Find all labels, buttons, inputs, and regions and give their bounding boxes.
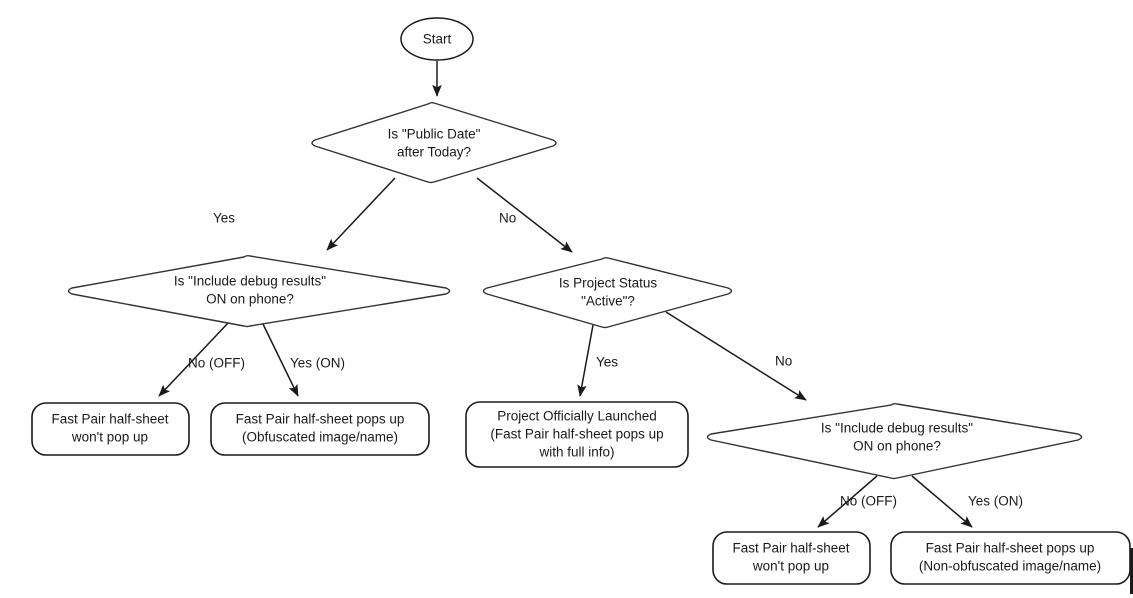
- node-decision-project-status-line2: "Active"?: [581, 294, 635, 309]
- edge-debug-left-no-off: No (OFF): [158, 321, 245, 397]
- node-decision-debug-results-right-line2: ON on phone?: [853, 439, 941, 454]
- edge-debug-right-no-off: No (OFF): [817, 475, 897, 528]
- edge-label-debug-left-yes-on: Yes (ON): [290, 356, 345, 371]
- node-terminal-right-on[interactable]: Fast Pair half-sheet pops up (Non-obfusc…: [890, 531, 1131, 585]
- edge-label-project-status-yes: Yes: [596, 355, 618, 370]
- node-decision-public-date[interactable]: Is "Public Date" after Today?: [311, 101, 557, 184]
- node-terminal-left-on-line1: Fast Pair half-sheet pops up: [236, 412, 405, 427]
- node-terminal-right-off-line1: Fast Pair half-sheet: [732, 541, 849, 556]
- node-decision-debug-results-left[interactable]: Is "Include debug results" ON on phone?: [67, 254, 451, 328]
- node-start-label: Start: [423, 32, 452, 47]
- node-terminal-project-launched-line2: (Fast Pair half-sheet pops up: [490, 427, 663, 442]
- edge-public-date-no: No: [476, 177, 573, 253]
- node-decision-public-date-line2: after Today?: [397, 145, 471, 160]
- node-decision-public-date-line1: Is "Public Date": [388, 127, 481, 142]
- edge-public-date-yes: Yes: [213, 177, 396, 251]
- node-terminal-project-launched-line3: with full info): [538, 445, 614, 460]
- edge-project-status-no: No: [665, 311, 807, 401]
- edge-debug-left-yes-on: Yes (ON): [261, 321, 345, 397]
- node-decision-debug-results-right[interactable]: Is "Include debug results" ON on phone?: [706, 402, 1083, 480]
- node-terminal-project-launched[interactable]: Project Officially Launched (Fast Pair h…: [465, 401, 689, 468]
- node-terminal-right-on-line1: Fast Pair half-sheet pops up: [926, 541, 1095, 556]
- node-decision-debug-results-left-line1: Is "Include debug results": [174, 274, 326, 289]
- node-decision-project-status-line1: Is Project Status: [559, 276, 658, 291]
- edge-project-status-yes: Yes: [577, 324, 618, 397]
- node-terminal-right-off-line2: won't pop up: [752, 559, 829, 574]
- node-terminal-left-on[interactable]: Fast Pair half-sheet pops up (Obfuscated…: [210, 402, 430, 456]
- node-decision-debug-results-right-line1: Is "Include debug results": [821, 421, 973, 436]
- edge-label-debug-right-no-off: No (OFF): [840, 494, 897, 509]
- edge-label-debug-left-no-off: No (OFF): [188, 356, 245, 371]
- edge-label-public-date-yes: Yes: [213, 211, 235, 226]
- node-decision-project-status[interactable]: Is Project Status "Active"?: [482, 256, 733, 329]
- node-start[interactable]: Start: [400, 17, 474, 61]
- node-terminal-left-off[interactable]: Fast Pair half-sheet won't pop up: [31, 402, 190, 456]
- node-terminal-left-off-line2: won't pop up: [71, 430, 148, 445]
- node-terminal-left-off-line1: Fast Pair half-sheet: [51, 412, 168, 427]
- edge-debug-right-yes-on: Yes (ON): [911, 475, 1023, 528]
- node-decision-debug-results-left-line2: ON on phone?: [206, 292, 294, 307]
- node-terminal-right-off[interactable]: Fast Pair half-sheet won't pop up: [712, 531, 871, 585]
- right-edge-artifact: [1130, 548, 1133, 594]
- node-terminal-right-on-line2: (Non-obfuscated image/name): [919, 559, 1101, 574]
- node-terminal-left-on-line2: (Obfuscated image/name): [242, 430, 398, 445]
- edge-label-public-date-no: No: [499, 211, 516, 226]
- edge-label-debug-right-yes-on: Yes (ON): [968, 494, 1023, 509]
- node-terminal-project-launched-line1: Project Officially Launched: [497, 409, 657, 424]
- edge-label-project-status-no: No: [775, 354, 792, 369]
